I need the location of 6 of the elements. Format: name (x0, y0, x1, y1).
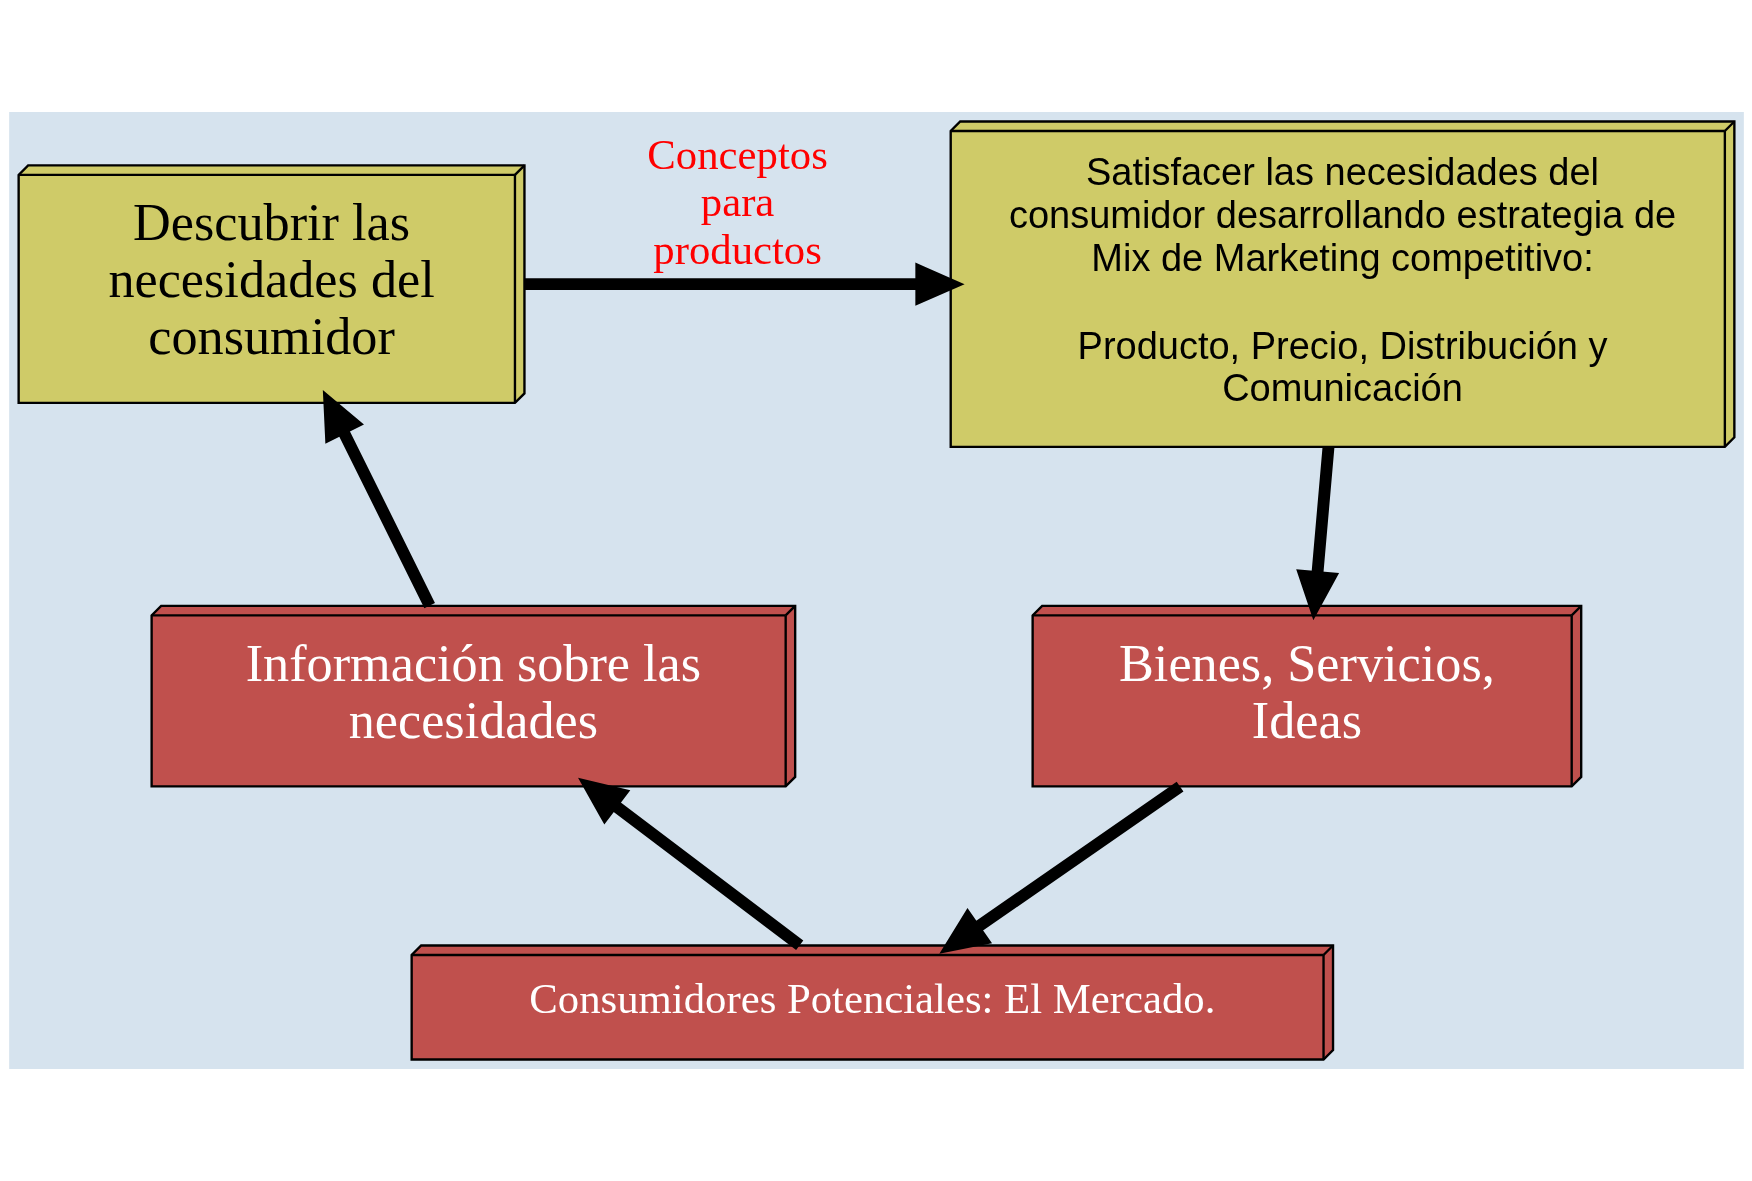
arrow (524, 262, 965, 306)
arrow (938, 781, 1183, 954)
arrow (1295, 447, 1339, 621)
arrow (577, 777, 803, 950)
arrow (322, 390, 435, 609)
edge-label: Conceptos para productos (646, 130, 828, 273)
